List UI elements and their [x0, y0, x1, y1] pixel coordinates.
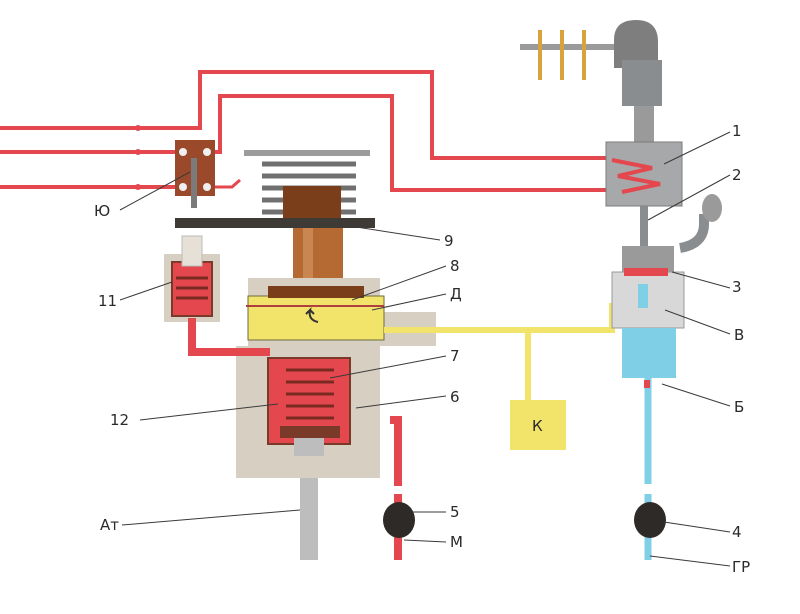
valve-stem: [294, 438, 324, 456]
label-5: 5: [450, 503, 460, 521]
label-10: Ю: [94, 202, 110, 220]
label-v: В: [734, 326, 744, 344]
switch-plunger: [191, 158, 197, 208]
wire-junction-1: [135, 125, 141, 131]
label-12: 12: [110, 411, 129, 429]
label-k: К: [532, 417, 543, 435]
switch-10: [175, 140, 241, 208]
heater-1: [605, 141, 683, 207]
label-2: 2: [732, 166, 742, 184]
air-line-11: [188, 318, 270, 356]
check-valve-4: [634, 502, 666, 538]
wire-junction-2: [135, 149, 141, 155]
label-4: 4: [732, 523, 742, 541]
air-line-m: [390, 416, 402, 486]
rod-2: [640, 206, 648, 248]
chamber-b: [622, 328, 676, 378]
piston-top: [283, 186, 341, 218]
wire-junction-3: [135, 184, 141, 190]
label-at: Ат: [100, 516, 119, 534]
label-d: Д: [450, 285, 462, 303]
diaphragm-8: [268, 286, 364, 298]
atmosphere-outlet: [300, 478, 318, 560]
label-6: 6: [450, 388, 460, 406]
leader-lines: [119, 131, 731, 567]
label-m: М: [450, 533, 463, 551]
chamber-d: [247, 295, 385, 341]
label-3: 3: [732, 278, 742, 296]
label-8: 8: [450, 257, 460, 275]
lever-plate-9: [175, 218, 375, 228]
labels: 1 2 3 В Б 4 ГР 5 М 6 7 8 Д 9 Ю 11 12 Ат …: [94, 122, 750, 576]
piston-rod: [293, 228, 343, 286]
label-9: 9: [444, 232, 454, 250]
check-valve-5: [383, 502, 415, 538]
control-handle: [520, 20, 662, 142]
electric-wires: [0, 70, 612, 192]
label-b: Б: [734, 398, 744, 416]
wire-upper: [0, 70, 612, 160]
label-11: 11: [98, 292, 117, 310]
label-7: 7: [450, 347, 460, 365]
reservoir-k: [510, 400, 566, 450]
label-gr: ГР: [732, 558, 750, 576]
label-1: 1: [732, 122, 742, 140]
